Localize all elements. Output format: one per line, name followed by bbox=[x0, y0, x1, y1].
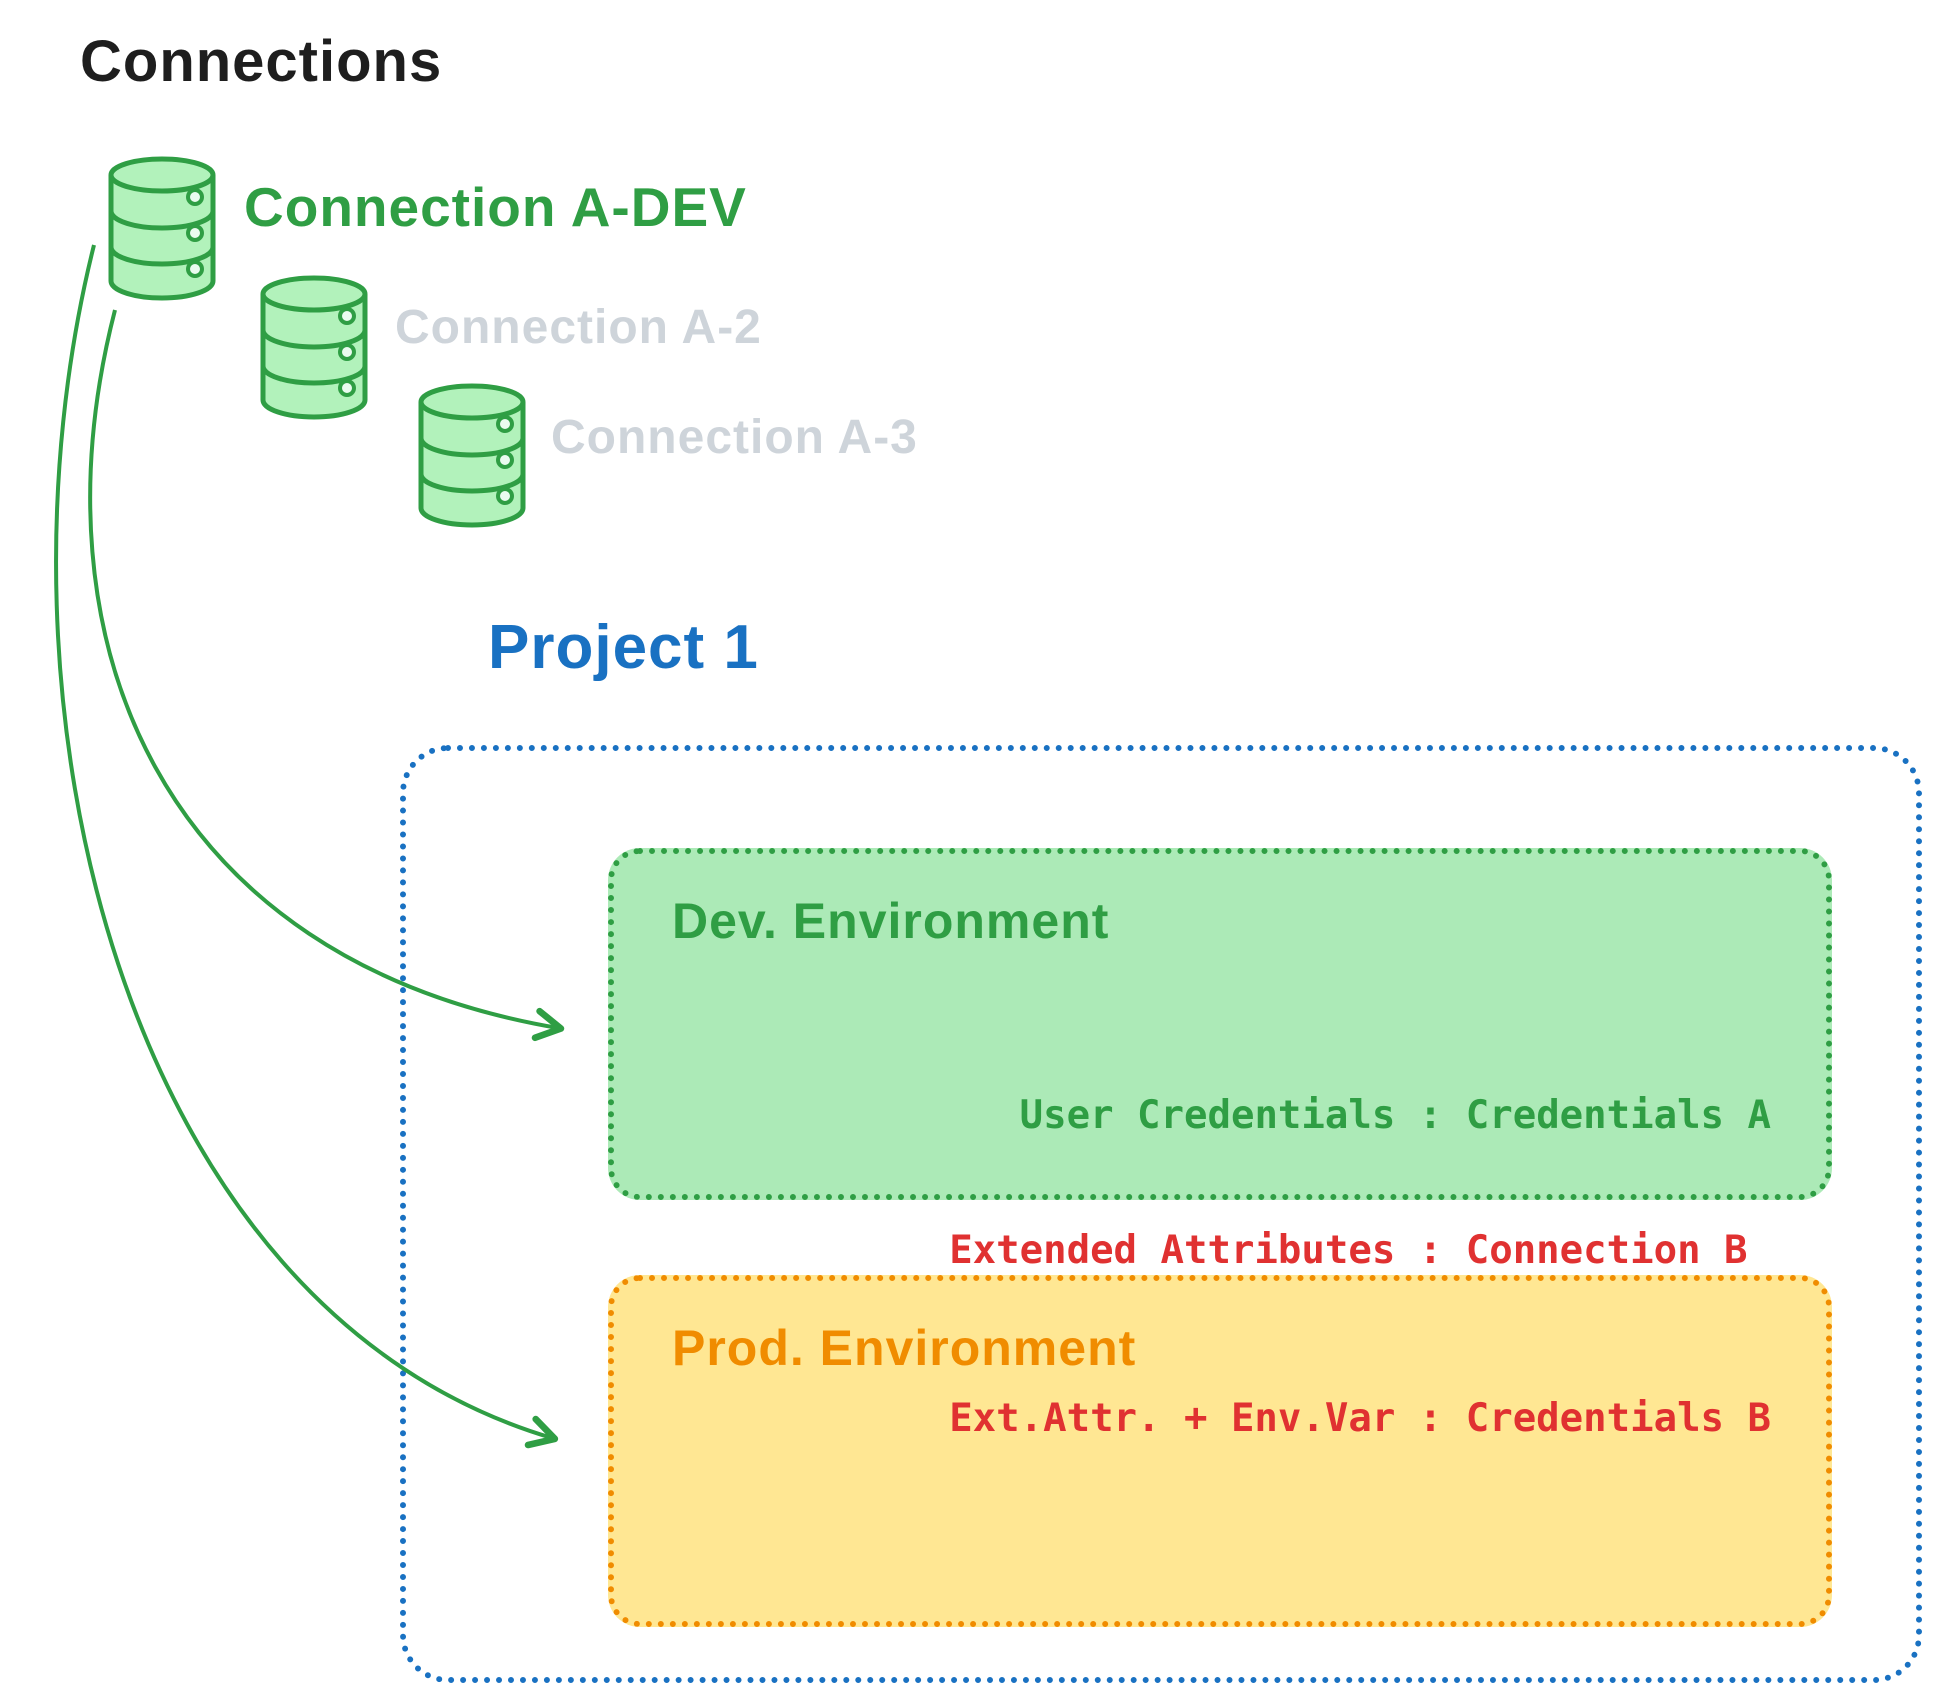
database-icon-a-dev bbox=[103, 153, 221, 305]
database-icon bbox=[418, 383, 526, 528]
connection-label-a-dev: Connection A-DEV bbox=[244, 176, 747, 238]
database-icon-a-3 bbox=[413, 380, 531, 532]
prod-environment-detail-line-1: Extended Attributes : Connection B bbox=[949, 1228, 1748, 1273]
database-icon-a-2 bbox=[255, 272, 373, 424]
prod-environment-detail-line-2: Ext.Attr. + Env.Var : Credentials B bbox=[949, 1396, 1771, 1441]
connection-label-a-2: Connection A-2 bbox=[395, 301, 762, 354]
project-title: Project 1 bbox=[488, 613, 759, 682]
database-icon bbox=[260, 275, 368, 420]
connection-label-a-3: Connection A-3 bbox=[551, 411, 918, 464]
prod-environment-credentials: Extended Attributes : Connection B Ext.A… bbox=[949, 1111, 1771, 1559]
diagram-title: Connections bbox=[80, 29, 443, 94]
dev-environment-credentials: User Credentials : Credentials A bbox=[1019, 1093, 1771, 1138]
database-icon bbox=[108, 156, 216, 301]
dev-environment-title: Dev. Environment bbox=[672, 893, 1110, 949]
prod-environment-box: Prod. Environment Extended Attributes : … bbox=[608, 1228, 1832, 1627]
prod-environment-title: Prod. Environment bbox=[672, 1320, 1137, 1376]
dev-environment-box: Dev. Environment User Credentials : Cred… bbox=[608, 848, 1832, 1200]
